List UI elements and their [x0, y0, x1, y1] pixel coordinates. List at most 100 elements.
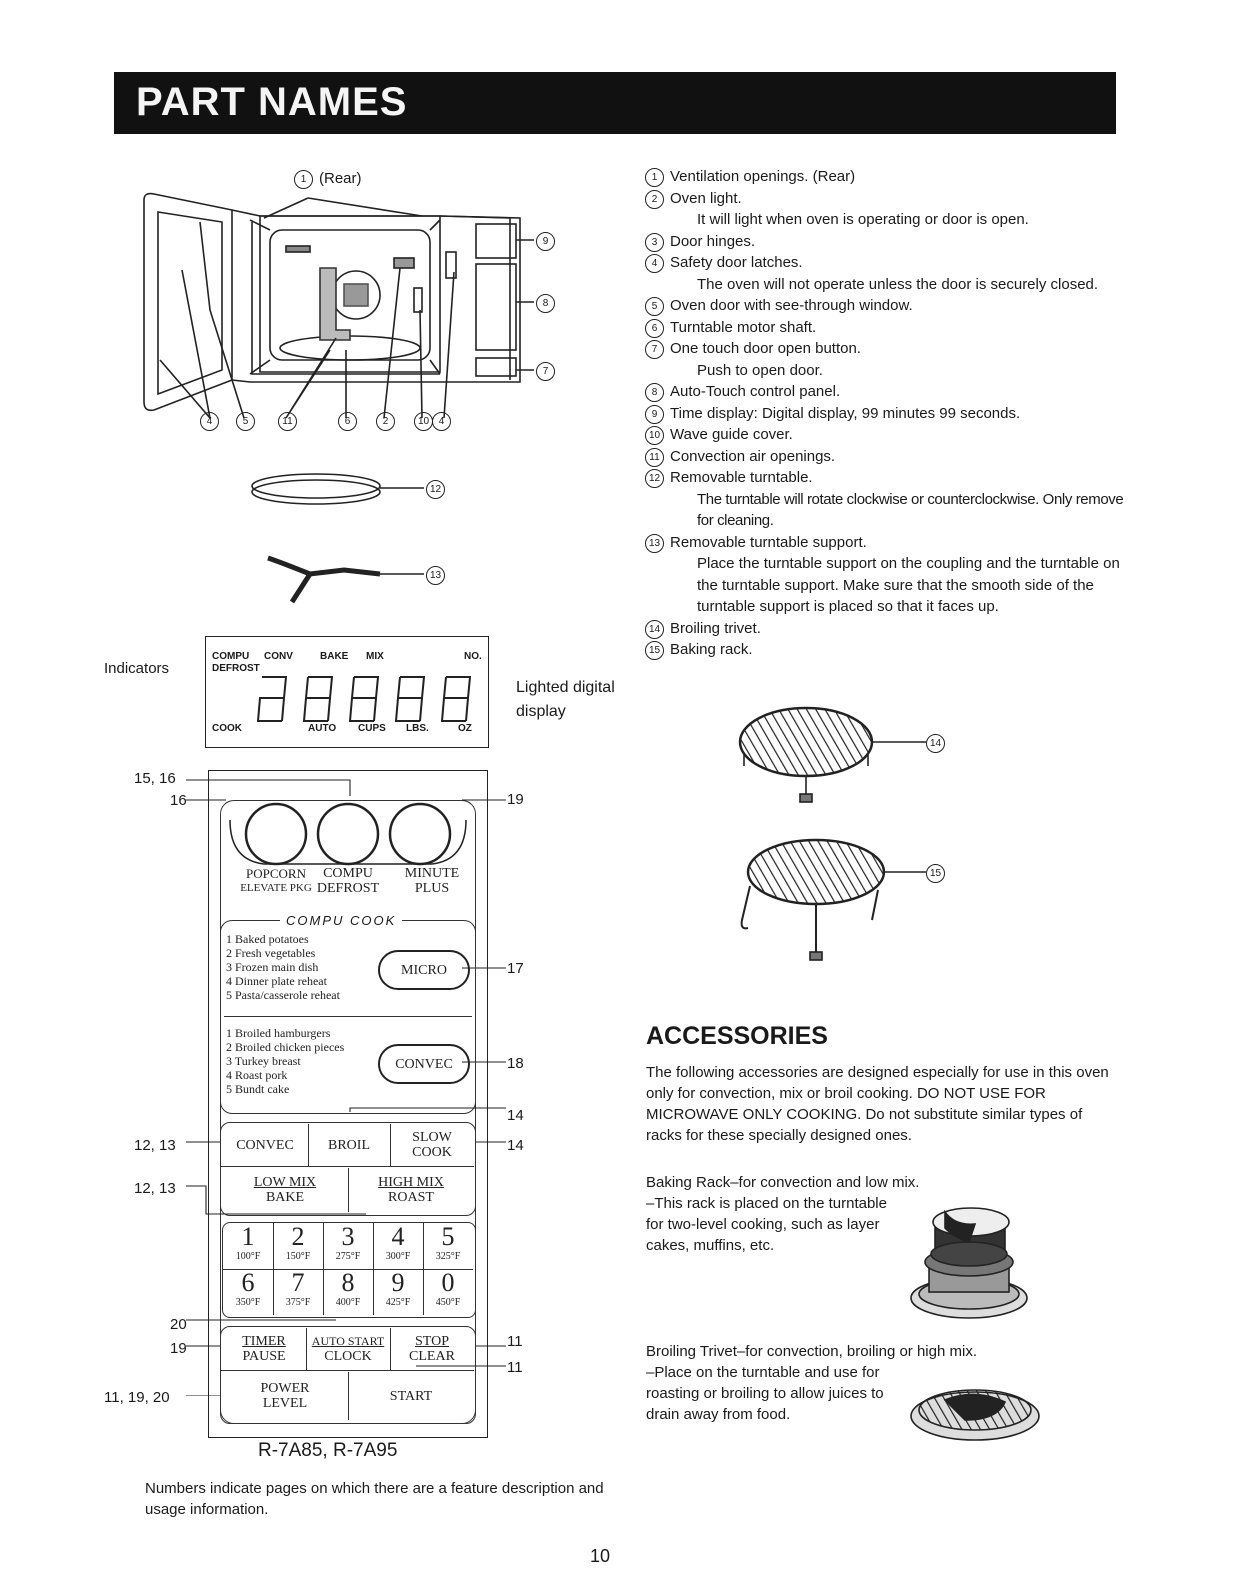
digital-display: COMPU CONV BAKE MIX NO. DEFROST COOK AUT… — [205, 636, 489, 748]
minute-plus-button[interactable]: MINUTE PLUS — [404, 866, 460, 896]
marker: 2 — [376, 412, 395, 431]
marker: 8 — [536, 294, 555, 313]
accessories-intro: The following accessories are designed e… — [646, 1064, 1109, 1144]
footnote: Numbers indicate pages on which there ar… — [145, 1480, 604, 1518]
ref-right: 14 — [507, 1107, 524, 1124]
indicator-auto: AUTO — [308, 723, 337, 734]
ref-left: 12, 13 — [134, 1137, 176, 1154]
ref-left: 19 — [170, 1340, 187, 1357]
timer-pause-button[interactable]: TIMER PAUSE — [222, 1328, 307, 1370]
turntable-illustration — [251, 473, 424, 604]
ref-left: 15, 16 — [134, 770, 176, 787]
lighted-display-label: Lighted digital display — [516, 679, 615, 720]
convec-compu-button[interactable]: CONVEC — [378, 1044, 470, 1084]
ref-right: 19 — [507, 791, 524, 808]
seven-segment-digits — [256, 676, 472, 722]
auto-start-clock-button[interactable]: AUTO START CLOCK — [306, 1328, 391, 1370]
indicator-bake: BAKE — [320, 651, 349, 662]
part-desc: The turntable will rotate clockwise or c… — [697, 490, 1124, 530]
part-desc: It will light when oven is operating or … — [697, 211, 1029, 228]
marker: 9 — [536, 232, 555, 251]
compu-cook-title: COMPU COOK — [280, 913, 403, 928]
broiling-trivet-desc: –Place on the turntable and use for roas… — [646, 1364, 884, 1423]
indicator-compu: COMPU — [212, 651, 250, 662]
section-banner: PART NAMES — [114, 72, 1116, 134]
start-button[interactable]: START — [389, 1388, 433, 1404]
marker: 5 — [236, 412, 255, 431]
high-mix-roast-button[interactable]: HIGH MIX ROAST — [378, 1175, 444, 1205]
popcorn-button[interactable]: POPCORN ELEVATE PKG — [240, 866, 312, 894]
broiling-trivet-photo — [910, 1389, 1040, 1441]
ref-left: 16 — [170, 792, 187, 809]
cook-mode-divider — [220, 1166, 474, 1167]
timer-row-divider — [220, 1370, 474, 1371]
stop-clear-button[interactable]: STOP CLEAR — [409, 1334, 455, 1364]
rear-label: 1(Rear) — [294, 170, 362, 189]
indicator-conv: CONV — [264, 651, 293, 662]
round-buttons — [229, 802, 467, 866]
ref-right: 11 — [507, 1359, 523, 1376]
marker: 7 — [536, 362, 555, 381]
marker: 6 — [338, 412, 357, 431]
broiling-trivet-heading: Broiling Trivet–for convection, broiling… — [646, 1343, 977, 1360]
convec-button[interactable]: CONVEC — [222, 1124, 309, 1166]
indicator-cook: COOK — [212, 723, 242, 734]
marker-13: 13 — [426, 566, 445, 585]
ref-right: 14 — [507, 1137, 524, 1154]
ref-right: 18 — [507, 1055, 524, 1072]
marker: 11 — [278, 412, 297, 431]
trivet-rack-illustration — [738, 706, 926, 961]
low-mix-bake-button[interactable]: LOW MIX BAKE — [222, 1168, 349, 1212]
ref-left: 11, 19, 20 — [104, 1389, 170, 1406]
part-desc: The oven will not operate unless the doo… — [697, 275, 1099, 293]
broil-button[interactable]: BROIL — [308, 1124, 391, 1166]
micro-button[interactable]: MICRO — [378, 950, 470, 990]
indicator-defrost: DEFROST — [212, 663, 260, 674]
ref-left: 12, 13 — [134, 1180, 176, 1197]
ref-left: 20 — [170, 1316, 187, 1333]
marker: 10 — [414, 412, 433, 431]
part-desc: Push to open door. — [697, 361, 823, 379]
broiling-trivet-section: Broiling Trivet–for convection, broiling… — [646, 1341, 1116, 1425]
control-panel — [208, 770, 488, 1438]
part-desc: Place the turntable support on the coupl… — [697, 555, 1120, 615]
model-number: R-7A85, R-7A95 — [258, 1440, 398, 1461]
slow-cook-button[interactable]: SLOW COOK — [412, 1130, 452, 1160]
page-number: 10 — [590, 1546, 611, 1566]
page-title: PART NAMES — [136, 80, 408, 124]
timer-row-box — [220, 1326, 476, 1424]
marker-12: 12 — [426, 480, 445, 499]
indicator-lbs: LBS. — [406, 723, 429, 734]
marker-14: 14 — [926, 734, 945, 753]
marker-15: 15 — [926, 864, 945, 883]
compu-defrost-button[interactable]: COMPU DEFROST — [316, 866, 380, 896]
indicator-mix: MIX — [366, 651, 384, 662]
micro-menu-list: 1 Baked potatoes 2 Fresh vegetables 3 Fr… — [226, 932, 340, 1002]
power-level-button[interactable]: POWER LEVEL — [222, 1372, 349, 1420]
ref-right: 17 — [507, 960, 524, 977]
ref-right: 11 — [507, 1333, 523, 1350]
indicator-oz: OZ — [458, 723, 472, 734]
